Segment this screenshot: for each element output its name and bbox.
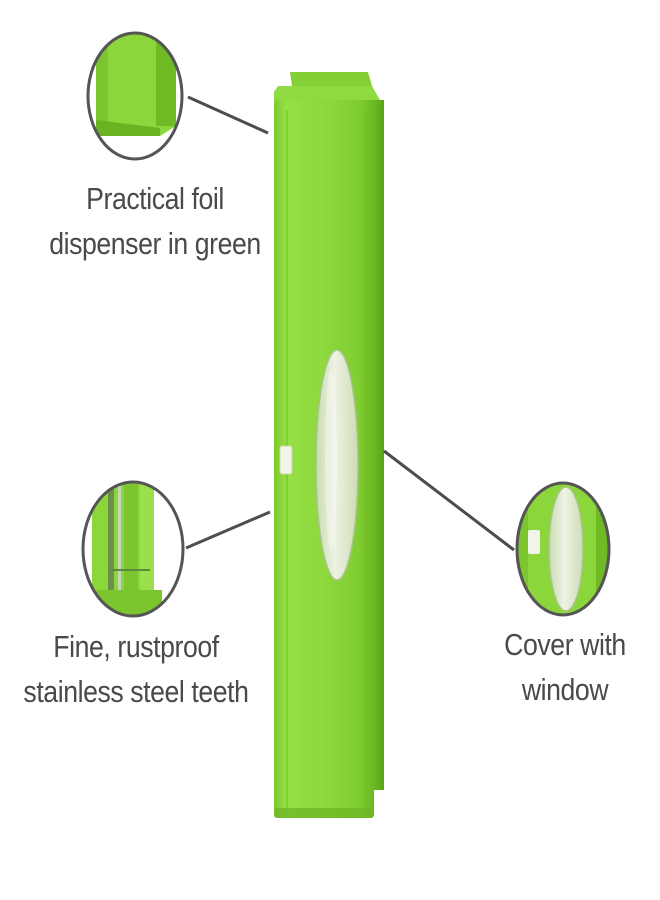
caption-steel-teeth: Fine, rustproof stainless steel teeth bbox=[19, 624, 253, 714]
caption-foil-line-2: dispenser in green bbox=[49, 226, 261, 261]
connector-foil bbox=[187, 95, 269, 135]
caption-teeth-line-1: Fine, rustproof bbox=[53, 629, 219, 664]
cover-closeup-icon bbox=[515, 481, 611, 617]
connector-cover bbox=[383, 449, 515, 552]
caption-cover-line-2: window bbox=[521, 672, 609, 707]
foil-closeup-icon bbox=[86, 31, 184, 161]
caption-teeth-line-2: stainless steel teeth bbox=[23, 674, 249, 709]
teeth-closeup-icon bbox=[81, 480, 185, 618]
foil-dispenser bbox=[274, 72, 384, 818]
caption-cover-line-1: Cover with bbox=[504, 627, 626, 662]
caption-cover-window: Cover with window bbox=[483, 622, 646, 712]
caption-foil-line-1: Practical foil bbox=[86, 181, 224, 216]
caption-foil-dispenser: Practical foil dispenser in green bbox=[39, 176, 271, 266]
cover-window bbox=[315, 349, 359, 581]
connector-teeth bbox=[185, 510, 271, 550]
